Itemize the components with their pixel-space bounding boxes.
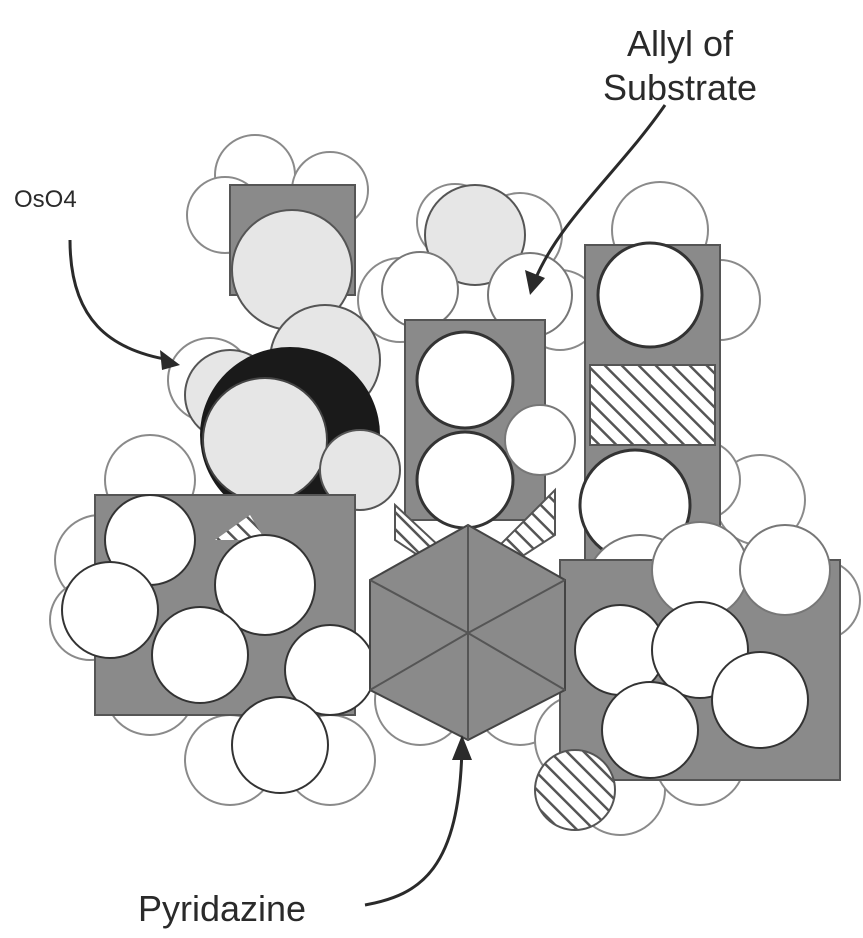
- pyridazine-arrow: [365, 745, 462, 905]
- oso4-arrow: [70, 240, 170, 360]
- allyl-label: Allyl of Substrate: [560, 22, 800, 110]
- oso4-label: OsO4: [14, 186, 77, 214]
- pyridazine-label: Pyridazine: [138, 888, 306, 930]
- allyl-label-line1: Allyl of: [560, 22, 800, 66]
- allyl-label-line2: Substrate: [560, 66, 800, 110]
